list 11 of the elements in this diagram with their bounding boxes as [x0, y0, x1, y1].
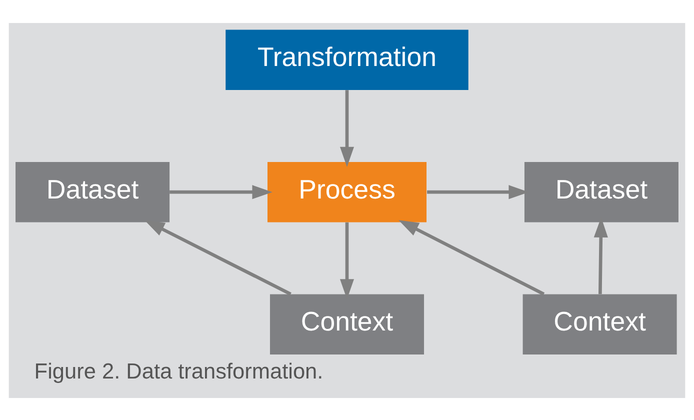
- node-box: Context: [270, 294, 424, 354]
- node-box: Dataset: [16, 161, 170, 222]
- caption: Figure 2. Data transformation.: [34, 358, 324, 384]
- node-box: Context: [522, 294, 677, 354]
- arrow: [144, 220, 292, 296]
- node-box: Transformation: [226, 29, 468, 90]
- arrow: [340, 90, 354, 166]
- node-box: Process: [267, 161, 427, 222]
- node-box: Dataset: [524, 161, 678, 222]
- arrow: [398, 220, 545, 296]
- arrow: [170, 184, 272, 199]
